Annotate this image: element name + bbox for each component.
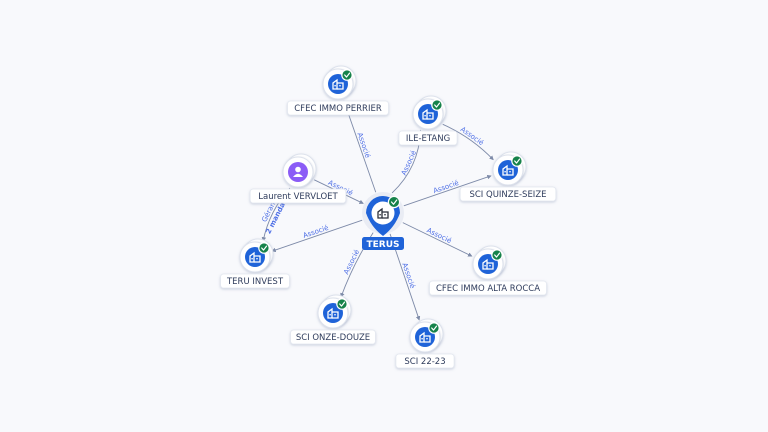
node-ile[interactable]: ILE-ETANG (398, 95, 458, 146)
node-label: TERU INVEST (226, 277, 284, 287)
building-icon (422, 108, 434, 120)
building-icon (377, 207, 389, 219)
node-perrier[interactable]: CFEC IMMO PERRIER (287, 65, 389, 116)
node-label-box (429, 280, 547, 296)
node-label: SCI 22-23 (404, 357, 445, 367)
verified-check-icon (336, 298, 348, 310)
verified-check-icon (341, 69, 353, 81)
edge-label: Associé (355, 131, 371, 159)
node-label: CFEC IMMO ALTA ROCCA (436, 284, 540, 294)
node-label: SCI ONZE-DOUZE (296, 333, 370, 343)
node-onze[interactable]: SCI ONZE-DOUZE (290, 294, 376, 345)
node-alta[interactable]: CFEC IMMO ALTA ROCCA (429, 245, 547, 296)
node-label-box (287, 100, 389, 116)
edge-line (403, 174, 492, 207)
node-label: Laurent VERVLOET (258, 192, 338, 202)
building-icon (419, 331, 431, 343)
building-icon (249, 251, 261, 263)
edge-label: Associé (459, 125, 485, 147)
node-quinze[interactable]: SCI QUINZE-SEIZE (459, 151, 557, 202)
verified-check-icon (491, 249, 503, 261)
node-label-box (398, 130, 458, 146)
node-teruinvest[interactable]: TERU INVEST (220, 238, 290, 289)
building-icon (327, 307, 339, 319)
verified-check-icon (431, 99, 443, 111)
node-sci2223[interactable]: SCI 22-23 (395, 318, 455, 369)
edge-label: Associé (400, 262, 416, 290)
verified-check-icon (511, 155, 523, 167)
edge-label: Associé (400, 149, 418, 176)
edge-line (442, 123, 494, 161)
edge-terus-teruinvest: Associé (271, 219, 363, 253)
node-label-box (395, 353, 455, 369)
edge-label: Associé (432, 179, 460, 195)
building-icon (482, 258, 494, 270)
edge-label: Associé (302, 224, 330, 240)
verified-check-icon (428, 322, 440, 334)
person-icon (293, 166, 303, 177)
verified-check-icon (258, 242, 270, 254)
edge-line (402, 222, 473, 257)
node-laurent[interactable]: Laurent VERVLOET (249, 153, 347, 204)
center-icon-bg (371, 201, 395, 225)
node-label-box (459, 186, 557, 202)
edge-line (271, 219, 363, 253)
center-label: TERUS (366, 240, 399, 250)
center-label-box (362, 237, 404, 250)
edge-terus-alta: Associé (402, 222, 473, 257)
building-icon (502, 164, 514, 176)
node-label-box (249, 188, 347, 204)
verified-check-icon (387, 195, 401, 209)
center-node-terus[interactable]: TERUS (362, 192, 404, 250)
building-icon (332, 78, 344, 90)
node-label: SCI QUINZE-SEIZE (469, 190, 546, 200)
nodes-layer: CFEC IMMO PERRIER ILE-ETANG SCI QUINZE-SEI… (220, 65, 557, 369)
node-label: CFEC IMMO PERRIER (294, 104, 382, 114)
node-label-box (220, 273, 290, 289)
node-label-box (290, 329, 376, 345)
node-label: ILE-ETANG (406, 134, 450, 144)
